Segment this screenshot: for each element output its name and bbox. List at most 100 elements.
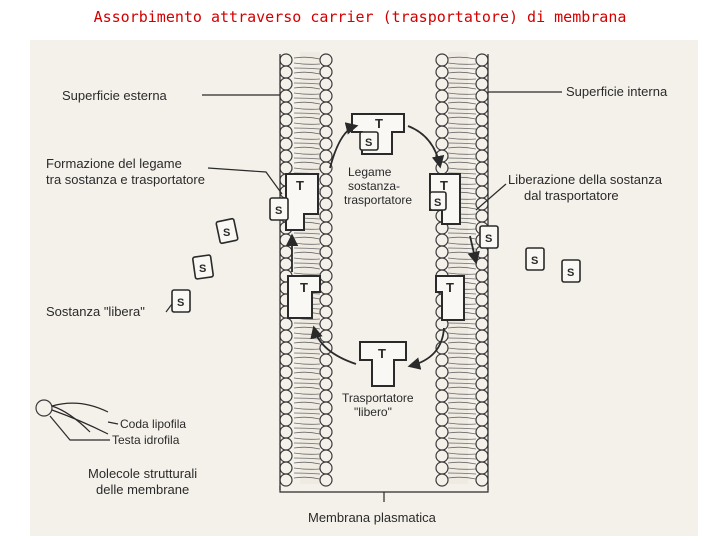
phospholipid-head — [475, 137, 489, 151]
lipid-tail-line — [293, 367, 321, 370]
phospholipid-head — [475, 209, 489, 223]
phospholipid-head — [319, 389, 333, 403]
lipid-tail-line — [293, 56, 321, 60]
lipid-tail-line — [447, 442, 477, 445]
lipid-tail-line — [293, 146, 321, 150]
phospholipid-legend — [35, 399, 109, 435]
lipid-tail-line — [447, 371, 477, 375]
phospholipid-head — [475, 101, 489, 115]
lipid-tail-line — [293, 127, 321, 130]
svg-text:S: S — [199, 263, 206, 275]
label-inner-surface: Superficie interna — [566, 84, 668, 99]
phospholipid-head — [279, 473, 293, 487]
phospholipid-head — [319, 233, 333, 247]
lipid-tail-line — [447, 431, 477, 435]
lipid-tail-line — [447, 356, 477, 360]
phospholipid-head — [279, 449, 293, 463]
carrier-left-bound: T — [285, 173, 319, 231]
phospholipid-head — [279, 401, 293, 415]
lipid-tail-line — [447, 446, 477, 450]
phospholipid-head — [435, 425, 449, 439]
lipid-tail-line — [293, 431, 321, 435]
lipid-tail-line — [293, 161, 321, 165]
lipid-tail-line — [447, 386, 477, 390]
lipid-tail-line — [293, 362, 321, 365]
phospholipid-head — [475, 353, 489, 367]
phospholipid-head — [279, 389, 293, 403]
lipid-tail-line — [293, 467, 321, 470]
phospholipid-head — [475, 173, 489, 187]
phospholipid-head — [435, 377, 449, 391]
phospholipid-head — [475, 305, 489, 319]
phospholipid-head — [319, 329, 333, 343]
label-structural-molecules-2: delle membrane — [96, 482, 189, 497]
carrier-right-bound: T S — [429, 173, 461, 225]
lipid-tail-line — [447, 56, 477, 60]
phospholipid-head — [279, 437, 293, 451]
lipid-tail-line — [447, 461, 477, 465]
lipid-tail-line — [447, 146, 477, 150]
phospholipid-head — [319, 77, 333, 91]
phospholipid-head — [475, 293, 489, 307]
lipid-tail-line — [293, 427, 321, 430]
phospholipid-head — [435, 53, 449, 67]
phospholipid-head — [319, 473, 333, 487]
phospholipid-head — [279, 341, 293, 355]
phospholipid-head — [279, 377, 293, 391]
phospholipid-head — [435, 65, 449, 79]
lipid-tail-line — [293, 452, 321, 455]
lipid-tail-line — [293, 322, 321, 325]
svg-text:T: T — [378, 346, 386, 361]
lipid-tail-line — [447, 467, 477, 470]
svg-text:S: S — [275, 205, 282, 217]
label-bond-3: trasportatore — [344, 193, 412, 207]
phospholipid-head — [475, 281, 489, 295]
lipid-tail-line — [447, 152, 477, 155]
phospholipid-head — [279, 125, 293, 139]
lipid-tail-line — [447, 112, 477, 115]
lipid-tail-line — [293, 386, 321, 390]
phospholipid-head — [319, 437, 333, 451]
lipid-tail-line — [293, 71, 321, 75]
phospholipid-head — [319, 365, 333, 379]
phospholipid-head — [475, 365, 489, 379]
lipid-tail-line — [293, 407, 321, 410]
phospholipid-head — [279, 161, 293, 175]
phospholipid-head — [475, 113, 489, 127]
phospholipid-head — [279, 329, 293, 343]
label-plasma-membrane: Membrana plasmatica — [308, 510, 437, 525]
phospholipid-head — [279, 233, 293, 247]
lipid-tail-line — [293, 341, 321, 345]
svg-text:S: S — [531, 255, 538, 267]
lipid-tail-line — [447, 71, 477, 75]
phospholipid-head — [435, 77, 449, 91]
phospholipid-head — [475, 89, 489, 103]
page-title: Assorbimento attraverso carrier (traspor… — [93, 8, 627, 26]
phospholipid-head — [319, 197, 333, 211]
lipid-tail-line — [293, 232, 321, 235]
lipid-tail-line — [293, 442, 321, 445]
phospholipid-head — [279, 101, 293, 115]
lipid-tail-line — [447, 401, 477, 405]
lipid-tail-line — [293, 86, 321, 90]
phospholipid-head — [319, 461, 333, 475]
lipid-tail-line — [447, 107, 477, 110]
lipid-tail-line — [447, 67, 477, 70]
phospholipid-head — [475, 269, 489, 283]
phospholipid-head — [319, 185, 333, 199]
phospholipid-head — [475, 413, 489, 427]
phospholipid-head — [319, 149, 333, 163]
lipid-tail-line — [447, 62, 477, 65]
label-lipophilic-tail: Coda lipofila — [120, 417, 186, 431]
phospholipid-head — [279, 317, 293, 331]
svg-text:T: T — [296, 178, 304, 193]
phospholipid-head — [435, 365, 449, 379]
lipid-tail-line — [447, 407, 477, 410]
lipid-tail-line — [447, 341, 477, 345]
substance-bound-left: S — [269, 197, 289, 221]
substance-right-1: S — [479, 225, 499, 249]
membrane-carrier-diagram: T S T T S T T T S S S — [30, 40, 698, 536]
phospholipid-head — [319, 281, 333, 295]
phospholipid-head — [319, 317, 333, 331]
lipid-tail-line — [447, 422, 477, 425]
